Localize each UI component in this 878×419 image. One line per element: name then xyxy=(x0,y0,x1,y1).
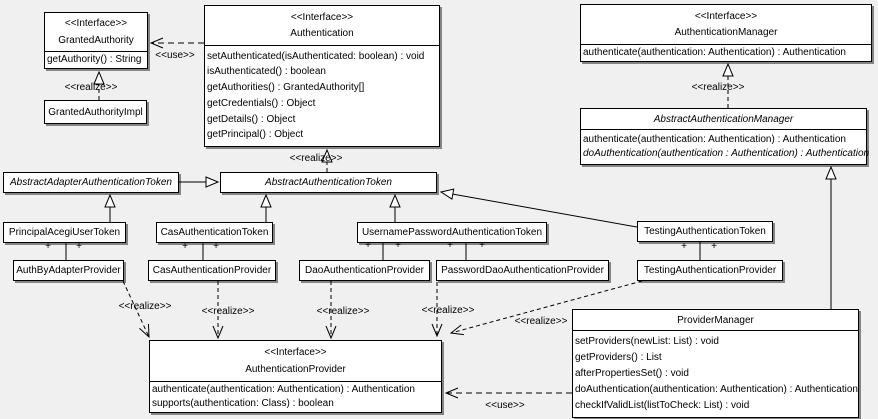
class-name: GrantedAuthorityImpl xyxy=(48,106,143,118)
method-label: isAuthenticated() : boolean xyxy=(207,66,326,78)
class-authentication-provider[interactable]: <<Interface>> AuthenticationProvider authe… xyxy=(149,340,442,413)
class-granted-authority-impl[interactable]: GrantedAuthorityImpl xyxy=(44,100,147,124)
plus-multiplicity-label: + xyxy=(447,240,453,251)
method-label: getPrincipal() : Object xyxy=(207,129,304,141)
method-label: supports(authentication: Class) : boolea… xyxy=(152,397,334,409)
class-abstract-adapter-authentication-token[interactable]: AbstractAdapterAuthenticationToken xyxy=(3,172,179,193)
class-name: UsernamePasswordAuthenticationToken xyxy=(361,227,543,238)
method-label: doAuthentication(authentication: Authent… xyxy=(575,384,858,395)
edge-realize-authbyadapterprovider[interactable] xyxy=(122,280,149,337)
method-label: getProviders() : List xyxy=(575,352,662,363)
class-authentication-manager[interactable]: <<Interface>> AuthenticationManager authen… xyxy=(580,4,872,62)
class-cas-authentication-token[interactable]: CasAuthenticationToken xyxy=(156,222,273,243)
class-name: AbstractAuthenticationManager xyxy=(653,113,794,125)
method-label: authenticate(authentication: Authenticat… xyxy=(152,384,415,396)
method-label: getAuthority() : String xyxy=(47,54,142,65)
class-name: AuthenticationManager xyxy=(674,27,778,39)
method-label: setProviders(newList: List) : void xyxy=(575,336,719,347)
class-name: Authentication xyxy=(290,28,354,40)
plus-multiplicity-label: + xyxy=(76,241,82,252)
realize-stereotype-label: <<realize>> xyxy=(421,305,475,316)
method-label: getAuthorities() : GrantedAuthority[] xyxy=(207,82,365,94)
plus-multiplicity-label: + xyxy=(681,241,687,252)
class-name: CasAuthenticationProvider xyxy=(152,265,272,276)
class-name: PasswordDaoAuthenticationProvider xyxy=(441,265,604,276)
use-stereotype-label: <<use>> xyxy=(155,50,195,61)
use-stereotype-label: <<use>> xyxy=(485,400,525,411)
class-name: TestingAuthenticationToken xyxy=(644,226,766,237)
plus-multiplicity-label: + xyxy=(395,240,401,251)
class-username-password-authentication-token[interactable]: UsernamePasswordAuthenticationToken xyxy=(357,222,547,243)
method-label: getCredentials() : Object xyxy=(207,97,316,109)
class-name: ProviderManager xyxy=(677,314,754,326)
stereotype-label: <<Interface>> xyxy=(290,11,354,23)
class-name: AbstractAdapterAuthenticationToken xyxy=(10,177,172,188)
method-label: checkIfValidList(listToCheck: List) : vo… xyxy=(575,400,750,411)
stereotype-label: <<Interface>> xyxy=(264,347,327,358)
plus-multiplicity-label: + xyxy=(213,241,219,252)
realize-stereotype-label: <<realize>> xyxy=(289,153,343,164)
stereotype-label: <<Interface>> xyxy=(64,18,128,30)
class-granted-authority[interactable]: <<Interface>> GrantedAuthority getAuthorit… xyxy=(44,12,148,69)
class-name: GrantedAuthority xyxy=(58,34,134,46)
plus-multiplicity-label: + xyxy=(365,240,371,251)
class-name: DaoAuthenticationProvider xyxy=(305,265,424,276)
class-provider-manager[interactable]: ProviderManager setProviders(newList: Lis… xyxy=(572,309,859,418)
plus-multiplicity-label: + xyxy=(45,241,51,252)
method-label: getDetails() : Object xyxy=(207,113,296,125)
method-label: setAuthenticated(isAuthenticated: boolea… xyxy=(207,50,425,62)
method-label: authenticate(authentication: Authenticat… xyxy=(583,133,846,145)
realize-stereotype-label: <<realize>> xyxy=(64,82,118,93)
class-testing-authentication-token[interactable]: TestingAuthenticationToken xyxy=(637,221,773,242)
method-label: authenticate(authentication: Authenticat… xyxy=(583,47,846,58)
class-dao-authentication-provider[interactable]: DaoAuthenticationProvider xyxy=(299,260,430,281)
class-password-dao-authentication-provider[interactable]: PasswordDaoAuthenticationProvider xyxy=(436,260,609,281)
realize-stereotype-label: <<realize>> xyxy=(201,306,255,317)
class-auth-by-adapter-provider[interactable]: AuthByAdapterProvider xyxy=(13,260,124,281)
class-cas-authentication-provider[interactable]: CasAuthenticationProvider xyxy=(148,260,276,281)
plus-multiplicity-label: + xyxy=(479,240,485,251)
class-principal-acegi-user-token[interactable]: PrincipalAcegiUserToken xyxy=(3,222,126,243)
edge-realize-testingprovider[interactable] xyxy=(451,280,643,333)
class-abstract-authentication-token[interactable]: AbstractAuthenticationToken xyxy=(220,172,437,193)
class-abstract-authentication-manager[interactable]: AbstractAuthenticationManager authenticat… xyxy=(580,108,870,165)
class-name: AuthenticationProvider xyxy=(245,364,346,375)
class-name: TestingAuthenticationProvider xyxy=(643,265,777,276)
plus-multiplicity-label: + xyxy=(182,241,188,252)
class-name: PrincipalAcegiUserToken xyxy=(8,227,121,238)
class-name: AbstractAuthenticationToken xyxy=(265,177,392,188)
realize-stereotype-label: <<realize>> xyxy=(118,301,172,312)
class-name: AuthByAdapterProvider xyxy=(16,265,121,276)
realize-stereotype-label: <<realize>> xyxy=(514,316,568,327)
method-label: afterPropertiesSet() : void xyxy=(575,368,689,379)
class-testing-authentication-provider[interactable]: TestingAuthenticationProvider xyxy=(637,260,783,281)
realize-stereotype-label: <<realize>> xyxy=(691,82,745,93)
class-name: CasAuthenticationToken xyxy=(160,227,269,238)
method-label: doAuthentication(authentication : Authen… xyxy=(583,148,870,160)
plus-multiplicity-label: + xyxy=(711,241,717,252)
realize-stereotype-label: <<realize>> xyxy=(316,306,370,317)
class-authentication[interactable]: <<Interface>> Authentication setAuthentica… xyxy=(204,5,440,147)
stereotype-label: <<Interface>> xyxy=(694,10,758,22)
edge-gen-testingtoken[interactable] xyxy=(441,192,638,228)
